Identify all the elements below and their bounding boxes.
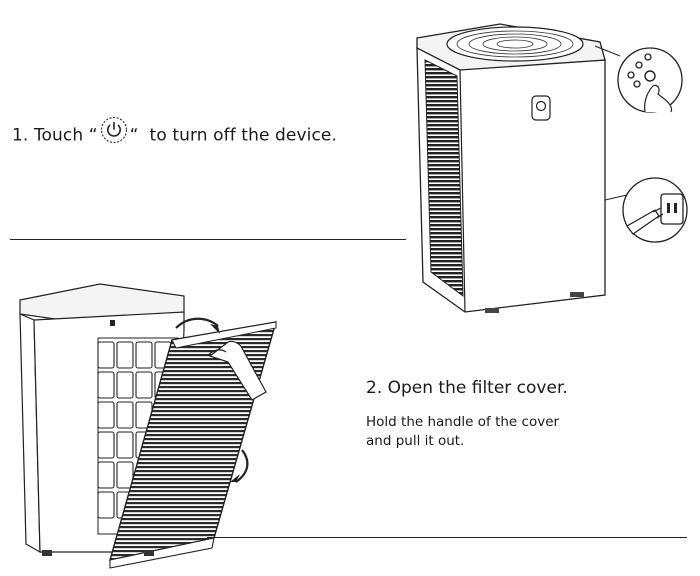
step2-description: Hold the handle of the cover and pull it… bbox=[366, 413, 596, 451]
step2-line1: Hold the handle of the cover bbox=[366, 414, 560, 430]
step1-instruction: 1. Touch “ “ to turn off the device. bbox=[12, 116, 337, 149]
filter-cover-illustration bbox=[19, 283, 277, 569]
step2-title: 2. Open the filter cover. bbox=[366, 378, 568, 398]
step1-text-after: “ to turn off the device. bbox=[129, 125, 337, 146]
divider-line-bottom bbox=[207, 537, 687, 538]
power-button-icon bbox=[100, 116, 128, 149]
step2-line2: and pull it out. bbox=[366, 433, 465, 449]
divider-line-top bbox=[10, 239, 406, 240]
step1-text-before: 1. Touch “ bbox=[12, 125, 98, 146]
air-purifier-top-illustration bbox=[416, 23, 688, 313]
